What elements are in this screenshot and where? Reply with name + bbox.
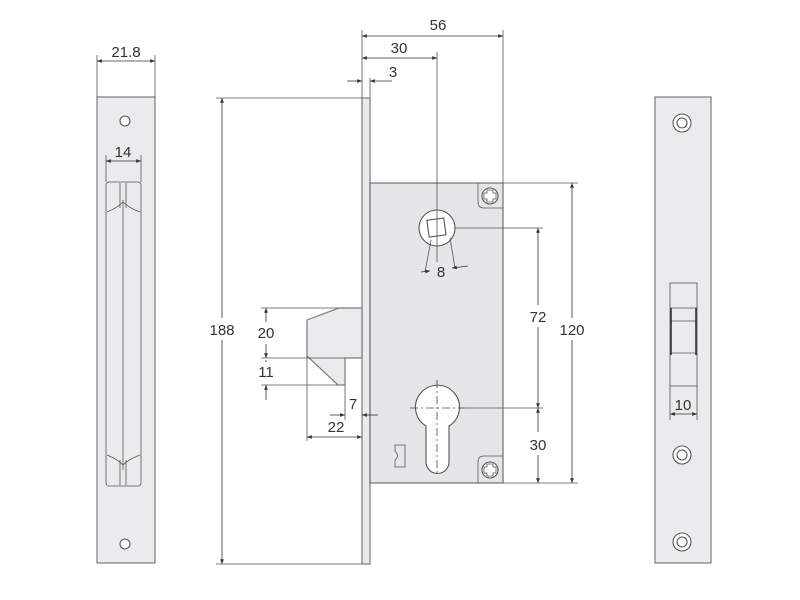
latch-bolt [306,307,363,386]
dim-latch-projection: 22 [328,419,345,436]
screw-hole-icon [672,532,692,552]
latch-slot [105,181,142,487]
dim-faceplate-height: 188 [209,322,234,339]
rear-faceplate: 10 [654,96,712,564]
slot-notch [394,444,406,468]
screw-icon [477,183,503,209]
dim-cylinder-to-bottom: 30 [530,437,547,454]
screw-hole-icon [119,115,131,127]
cylinder-hole [414,384,461,474]
dim-lock-depth: 56 [430,17,447,34]
dim-spindle-to-cylinder: 72 [530,309,547,326]
dim-faceplate-width: 21.8 [111,44,140,61]
dim-faceplate-thickness: 3 [389,64,397,81]
screw-hole-icon [672,445,692,465]
dim-strike-slot-width: 10 [675,397,692,414]
dim-spindle-square: 8 [437,264,445,281]
dim-latch-chamfer: 11 [258,364,274,381]
dim-latch-height: 20 [258,325,275,342]
screw-hole-icon [672,113,692,133]
spindle-square-icon [426,217,447,238]
lock-side-view: 56 30 3 8 188 20 11 7 [209,17,585,565]
strike-slot [669,282,698,387]
dim-latch-slot-width: 14 [115,144,132,161]
screw-hole-icon [119,538,131,550]
faceplate-edge [361,97,371,565]
front-faceplate: 21.8 14 [96,44,156,564]
dim-latch-offset: 7 [349,396,357,413]
dim-backset: 30 [391,40,408,57]
screw-icon [477,455,503,483]
dim-case-height: 120 [559,322,584,339]
